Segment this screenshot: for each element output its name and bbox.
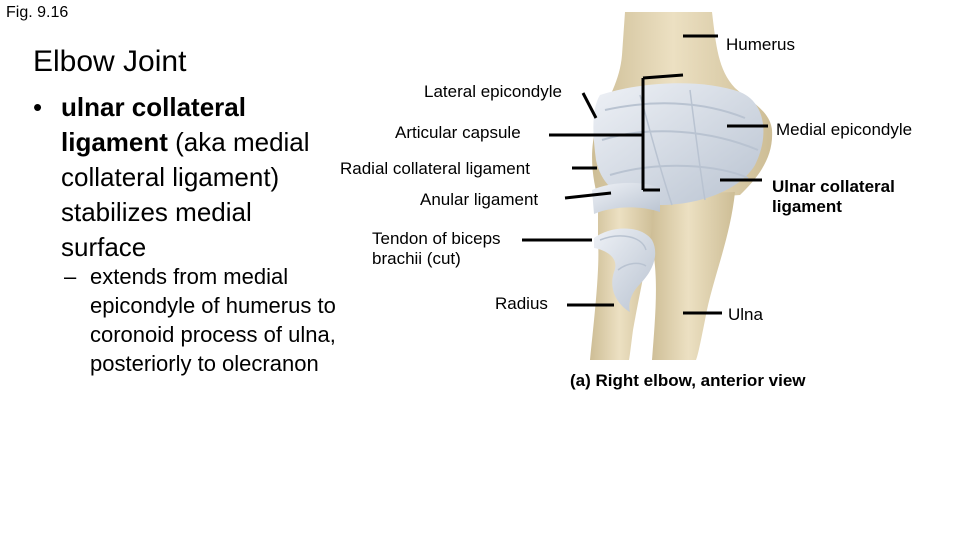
label-tendon-line1: Tendon of biceps	[372, 229, 501, 249]
ulna-bone	[650, 192, 735, 360]
label-ulnar-collateral-ligament: Ulnar collateral ligament	[772, 177, 895, 217]
label-humerus: Humerus	[726, 35, 795, 55]
label-ulna: Ulna	[728, 305, 763, 325]
label-medial-epicondyle: Medial epicondyle	[776, 120, 912, 140]
label-tendon-line2: brachii (cut)	[372, 249, 501, 269]
label-anular-ligament: Anular ligament	[420, 190, 538, 210]
label-ulnar-line2: ligament	[772, 197, 895, 217]
label-radial-collateral-ligament: Radial collateral ligament	[340, 159, 530, 179]
label-radius: Radius	[495, 294, 548, 314]
label-articular-capsule: Articular capsule	[395, 123, 521, 143]
label-ulnar-line1: Ulnar collateral	[772, 177, 895, 197]
figure-caption: (a) Right elbow, anterior view	[570, 371, 806, 391]
label-tendon-biceps: Tendon of biceps brachii (cut)	[372, 229, 501, 269]
label-lateral-epicondyle: Lateral epicondyle	[424, 82, 562, 102]
leader-lateral-epicondyle	[583, 93, 596, 118]
